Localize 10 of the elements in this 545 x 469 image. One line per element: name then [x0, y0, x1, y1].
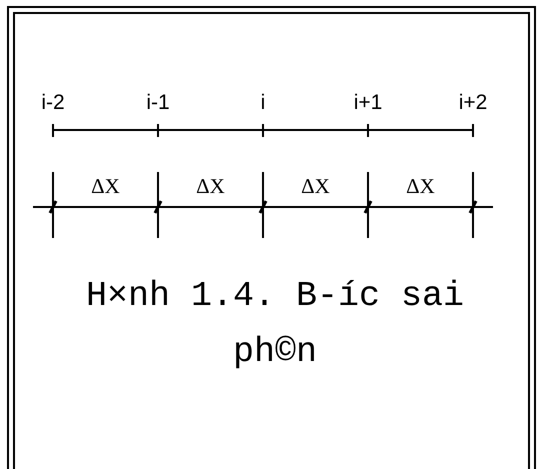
dimension-label: ΔX	[301, 176, 330, 197]
figure-caption: H×nh 1.4. B-íc sai ph©n	[84, 275, 466, 374]
tick-label: i+1	[354, 92, 382, 113]
dimension-label: ΔX	[196, 176, 225, 197]
tick-label: i-1	[146, 92, 170, 113]
tick-label: i	[260, 92, 266, 113]
tick-label: i+2	[458, 92, 488, 113]
dimension-label: ΔX	[91, 176, 120, 197]
dimension-label: ΔX	[406, 176, 435, 197]
tick-label: i-2	[41, 92, 65, 113]
